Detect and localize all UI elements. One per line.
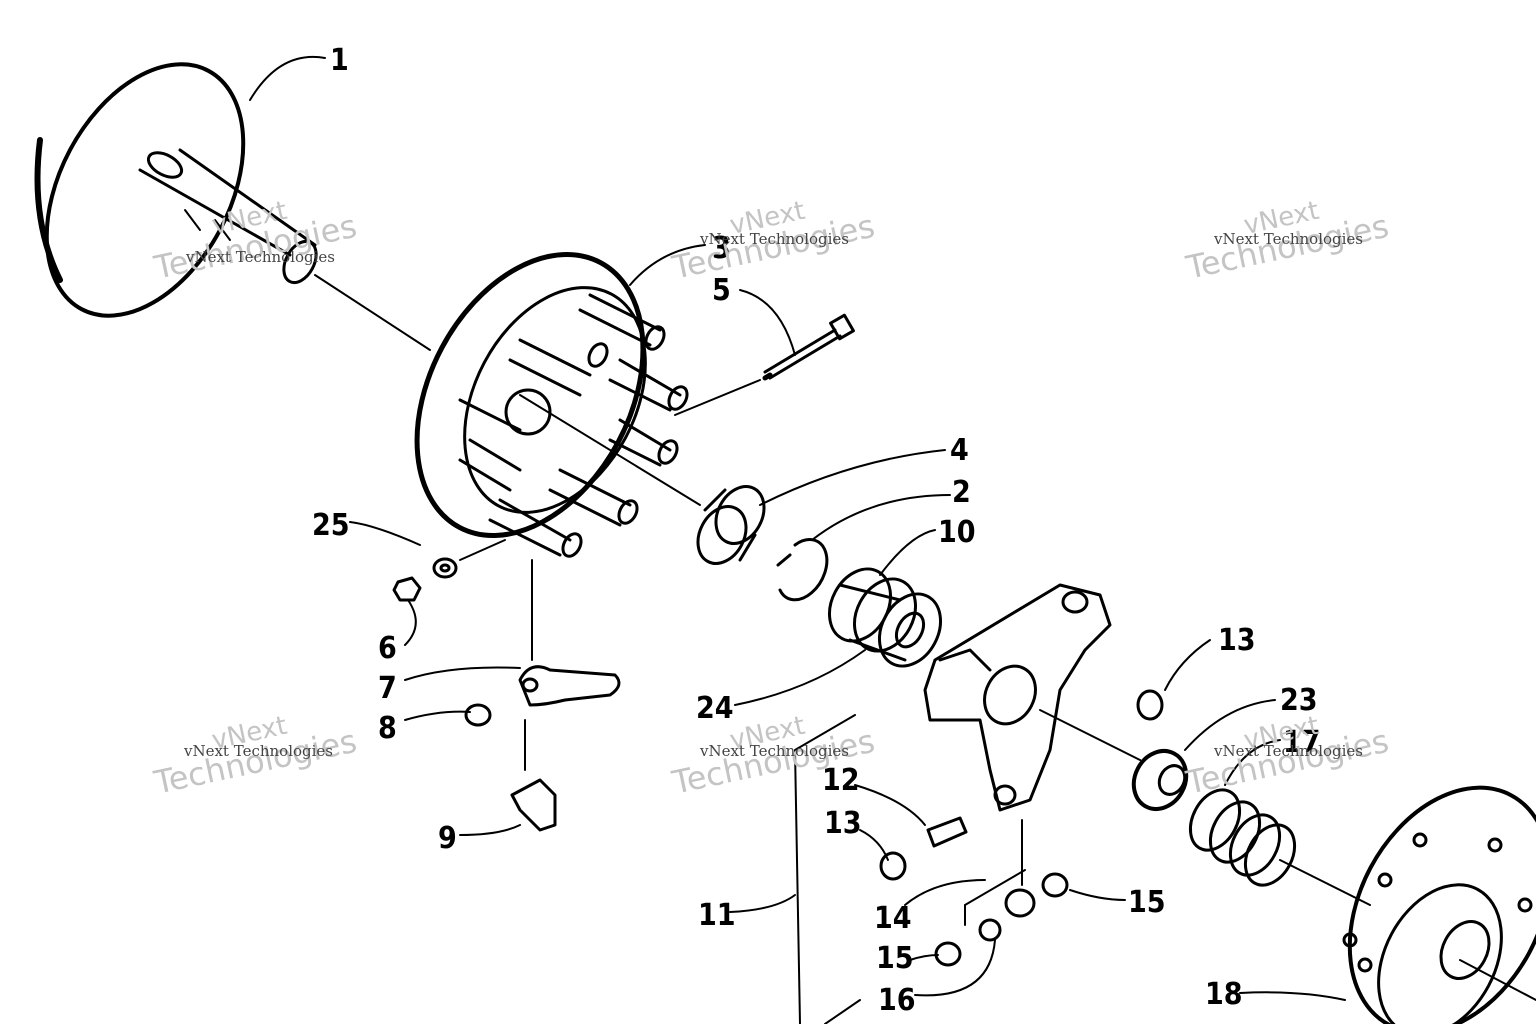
callout-10: 10 (938, 515, 976, 550)
callout-2: 2 (952, 475, 971, 510)
part-10-spacers (828, 567, 942, 668)
callout-15-right: 15 (1128, 885, 1166, 920)
part-8-roller (464, 703, 492, 727)
part-4-bushing (696, 485, 766, 565)
callout-9: 9 (438, 821, 457, 856)
callout-11: 11 (698, 898, 736, 933)
callout-17: 17 (1283, 725, 1321, 760)
part-25-washer (432, 557, 458, 579)
part-11-spider-arm (923, 583, 1112, 812)
part-5-bolt (762, 313, 855, 381)
callout-5: 5 (712, 273, 731, 308)
part-9-clip (510, 778, 557, 832)
part-7-weight-arm (518, 665, 621, 707)
callout-13-left: 13 (824, 806, 862, 841)
part-17-spring (1188, 788, 1297, 887)
callout-7: 7 (378, 671, 397, 706)
part-2-snap-ring (776, 538, 829, 602)
callout-8: 8 (378, 711, 397, 746)
part-13-bushing-left (879, 851, 907, 881)
part-6-nut (392, 576, 422, 602)
callout-1: 1 (330, 43, 349, 78)
callout-16: 16 (878, 983, 916, 1018)
callouts: 1 3 5 4 2 10 25 6 7 8 9 24 13 23 17 12 1… (312, 43, 1321, 1018)
callout-13-right: 13 (1218, 623, 1256, 658)
callout-18: 18 (1205, 977, 1243, 1012)
callout-14: 14 (874, 901, 912, 936)
part-12-pin (926, 816, 968, 848)
part-18-cover (1342, 785, 1536, 1024)
callout-24: 24 (696, 691, 734, 726)
part-13-bushing-right (1136, 689, 1164, 721)
callout-25: 25 (312, 508, 350, 543)
callout-23: 23 (1280, 683, 1318, 718)
callout-3: 3 (712, 231, 731, 266)
callout-6: 6 (378, 631, 397, 666)
part-1-sheave (34, 62, 318, 318)
callout-12: 12 (822, 763, 860, 798)
callout-4: 4 (950, 433, 969, 468)
part-23-nut (1131, 749, 1189, 811)
part-3-movable-sheave (414, 251, 689, 558)
callout-15-left: 15 (876, 941, 914, 976)
